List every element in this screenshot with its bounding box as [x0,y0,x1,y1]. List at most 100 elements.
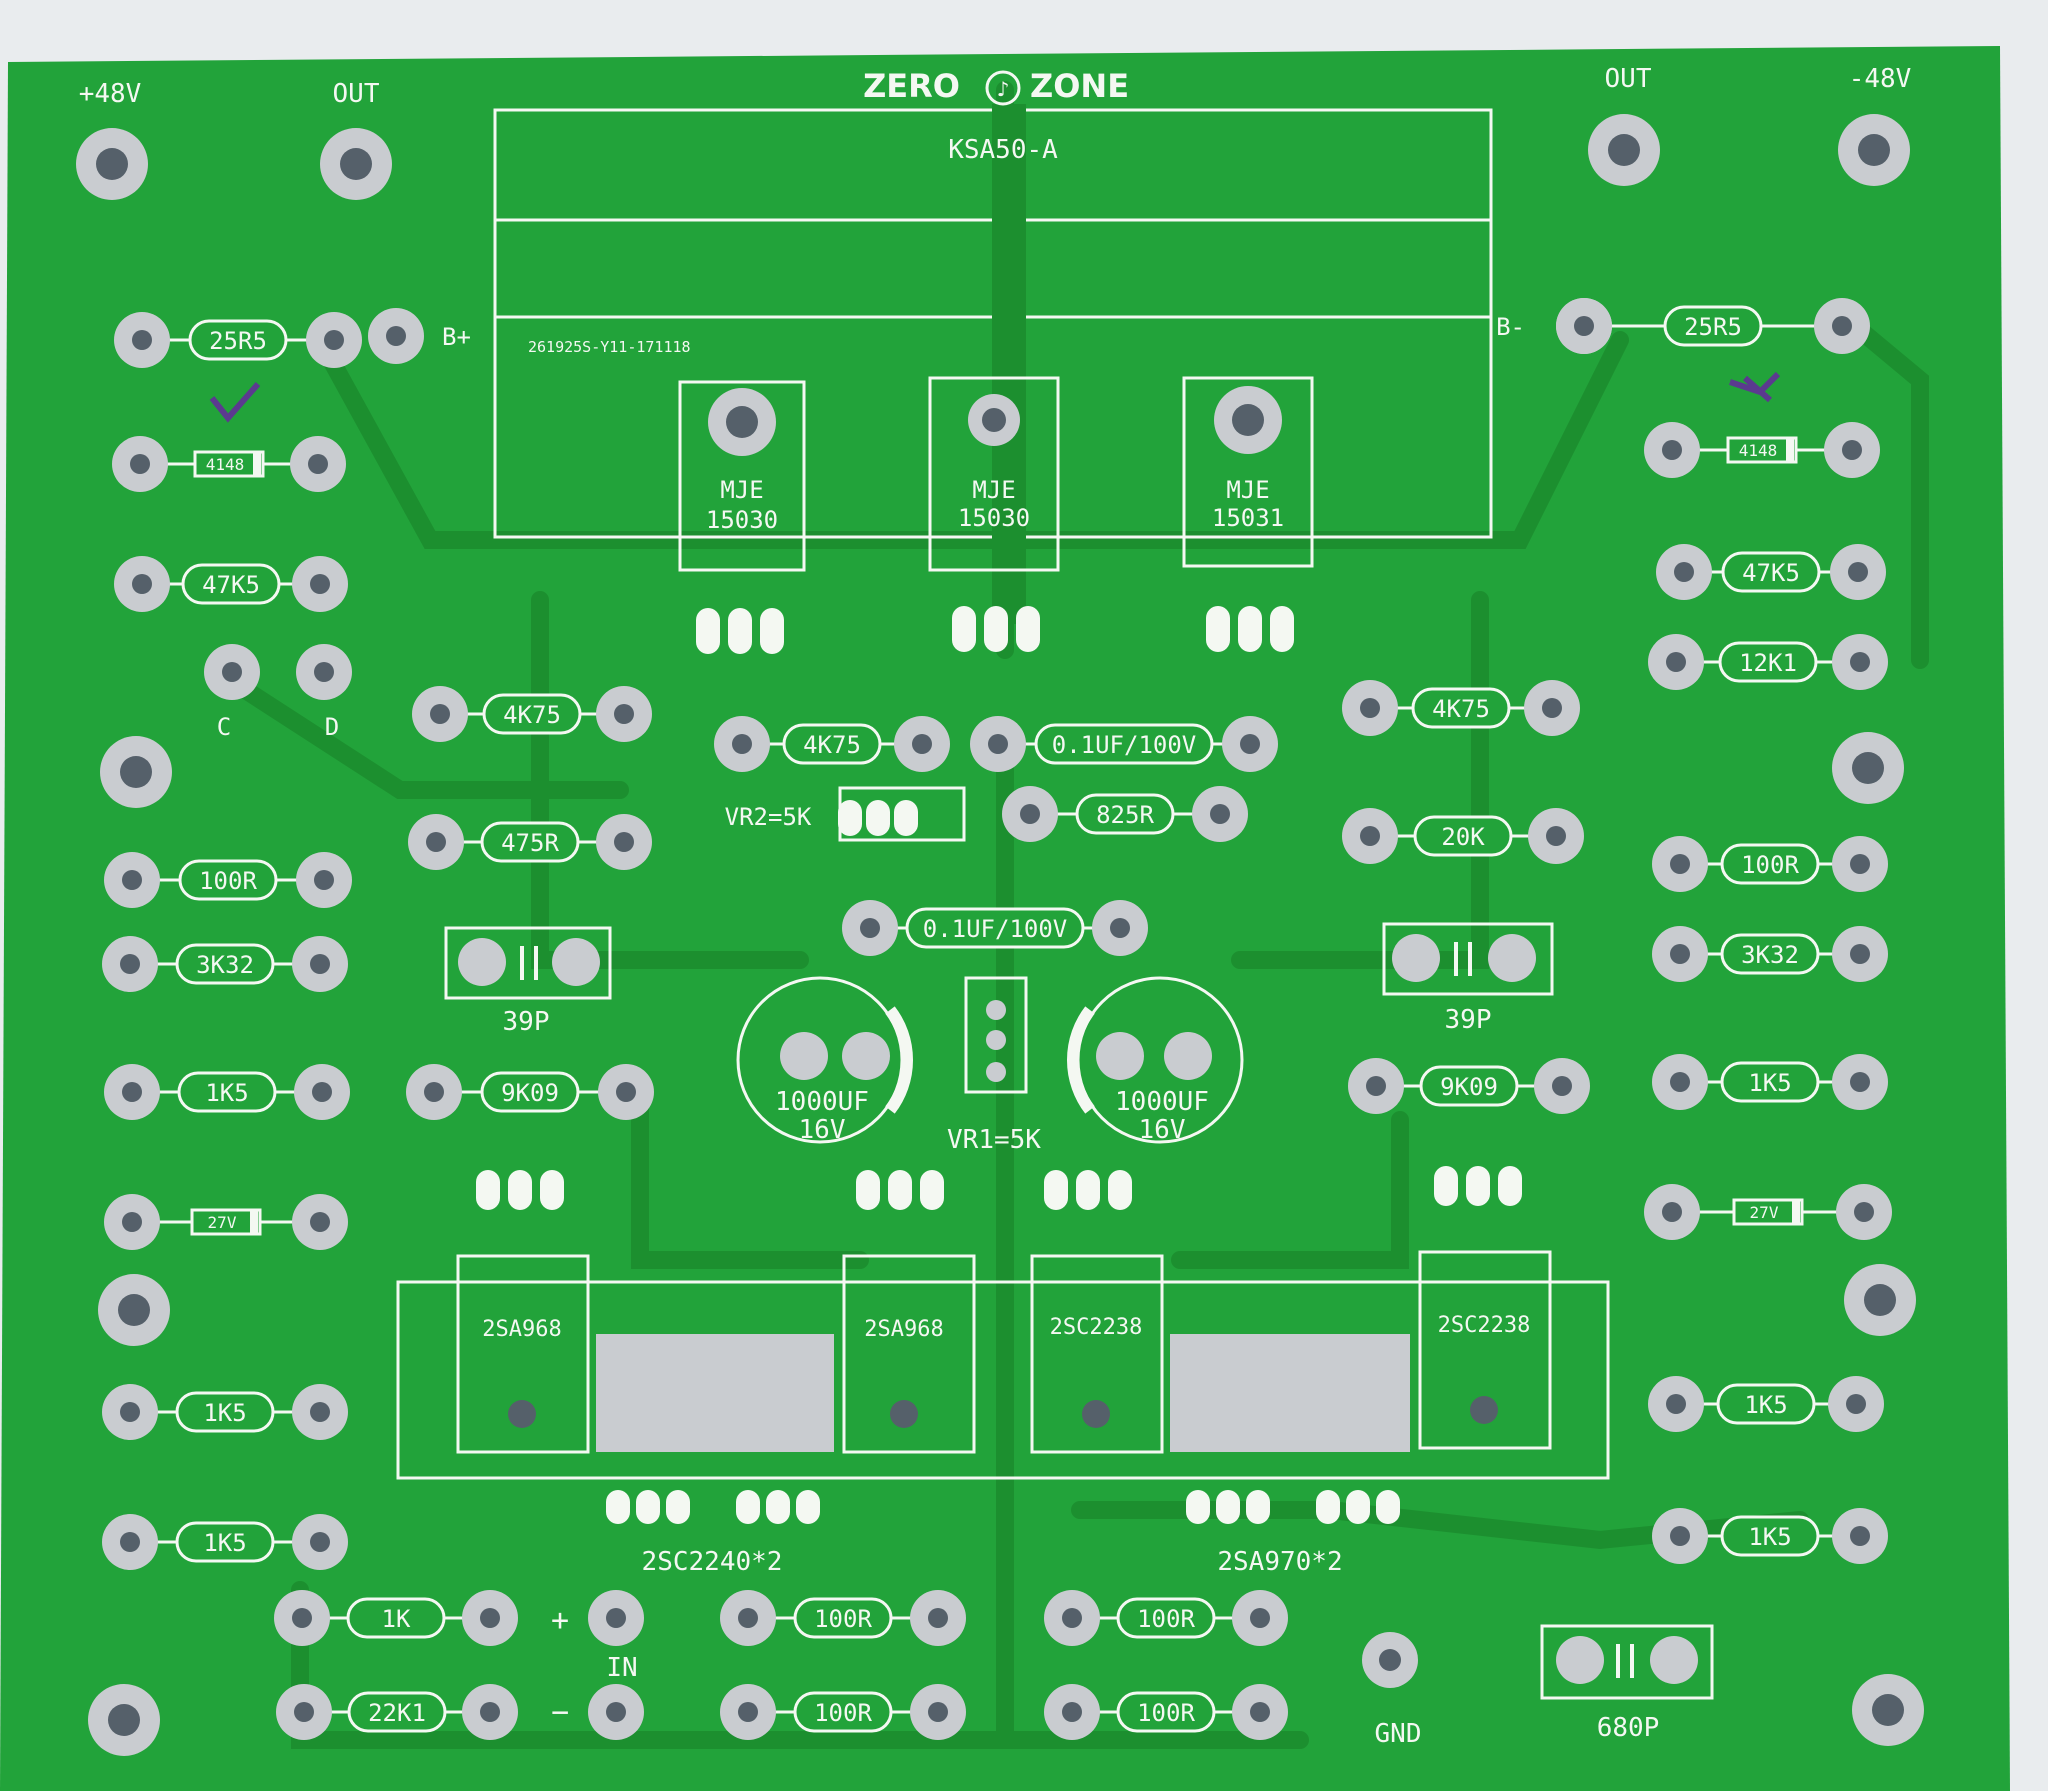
resistor-label: 100R [199,867,257,895]
center-trace [992,104,1026,624]
electrolytic-cap-right [1067,976,1244,1144]
resistor: 0.1UF/100V [842,900,1148,956]
b-minus-label: B- [1496,313,1525,341]
resistor-label: 100R [1137,1605,1195,1633]
resistor-label: 1K [382,1605,411,1633]
resistor-label: 1K5 [1748,1523,1791,1551]
resistor: 100R [1652,836,1888,892]
cap-39p-right [1382,922,1554,996]
resistor-label: 22K1 [368,1699,426,1727]
resistor-label: 3K32 [1741,941,1799,969]
resistor: 1K [274,1590,518,1646]
ecap-left-value: 1000UF [775,1087,869,1117]
resistor-group: 25R5 25R5 47K5 47K5 12K1 4K75 4K75 4K75 0.1UF/10… [102,298,1888,1740]
cap39-left-label: 39P [503,1007,550,1037]
resistor-label: 4K75 [1432,695,1490,723]
minus48-label: -48V [1849,64,1912,94]
resistor: 100R [104,852,352,908]
resistor-label: 1K5 [203,1399,246,1427]
heatsink-pad-right [1170,1334,1410,1452]
c-label: C [217,713,231,741]
diode-label: 27V [208,1213,237,1232]
resistor-label: 4K75 [503,701,561,729]
resistor: 1K5 [102,1514,348,1570]
resistor: 12K1 [1648,634,1888,690]
t2-label: 2SA968 [864,1317,943,1342]
t1-label: 2SA968 [482,1317,561,1342]
vr1-label: VR1=5K [947,1125,1041,1155]
diode-label: 4148 [1739,441,1778,460]
brand-right: ZONE [1030,67,1129,105]
resistor-label: 1K5 [203,1529,246,1557]
resistor: 0.1UF/100V [970,716,1278,772]
resistor-label: 100R [814,1699,872,1727]
three-pin-pads [476,606,1522,1524]
resistor-label: 0.1UF/100V [1052,731,1197,759]
mje-transistors [678,376,1314,572]
resistor: 47K5 [114,556,348,612]
ecap-right-value: 1000UF [1115,1087,1209,1117]
pen-checkmark-right [1729,371,1781,403]
cap-680p [1540,1624,1714,1700]
diode: 27V [1644,1184,1892,1240]
vr1-outline [964,976,1028,1094]
resistor: 9K09 [406,1064,654,1120]
resistor-label: 25R5 [1684,313,1742,341]
resistor-label: 4K75 [803,731,861,759]
resistor: 1K5 [104,1064,350,1120]
mje1-part: 15030 [706,506,778,534]
input-pads [588,1590,644,1740]
dual-right-label: 2SA970*2 [1217,1547,1342,1577]
resistor: 4K75 [714,716,950,772]
out-right-label: OUT [1605,64,1652,94]
diode-label: 27V [1750,1203,1779,1222]
svg-text:♪: ♪ [997,77,1010,101]
resistor-label: 47K5 [1742,559,1800,587]
d-label: D [325,713,339,741]
vr2-label: VR2=5K [725,803,812,831]
resistor: 47K5 [1656,544,1886,600]
ecap-right-voltage: 16V [1139,1115,1186,1145]
resistor: 25R5 [1556,298,1870,354]
mje1-label: MJE [720,476,763,504]
resistor: 1K5 [1652,1508,1888,1564]
in-minus-label: − [551,1695,569,1730]
pen-checkmark-left [209,382,261,423]
in-plus-label: + [551,1603,569,1638]
diode: 27V [104,1194,348,1250]
resistor: 1K5 [1648,1376,1884,1432]
mounting-holes [76,114,1924,1756]
resistor: 4K75 [1342,680,1580,736]
resistor: 475R [408,814,652,870]
resistor: 22K1 [276,1684,518,1740]
resistor: 1K5 [1652,1054,1888,1110]
resistor-label: 825R [1096,801,1154,829]
resistor-label: 25R5 [209,327,267,355]
diode-label: 4148 [206,455,245,474]
resistor-label: 1K5 [205,1079,248,1107]
resistor: 1K5 [102,1384,348,1440]
resistor: 4K75 [412,686,652,742]
resistor: 100R [1044,1684,1288,1740]
resistor-label: 0.1UF/100V [923,915,1068,943]
resistor: 100R [1044,1590,1288,1646]
cap39-right-label: 39P [1445,1005,1492,1035]
electrolytic-cap-left [736,976,913,1144]
dual-left-label: 2SC2240*2 [642,1547,783,1577]
resistor: 3K32 [102,936,348,992]
resistor: 20K [1342,808,1584,864]
diode: 4148 [112,436,346,492]
t4-label: 2SC2238 [1438,1313,1531,1338]
mje3-label: MJE [1226,476,1269,504]
serial-label: 261925S-Y11-171118 [528,338,691,356]
resistor-label: 3K32 [196,951,254,979]
to126-outlines [456,1250,1552,1454]
resistor-label: 47K5 [202,571,260,599]
cap-39p-left [444,926,612,1000]
model-label: KSA50-A [948,135,1058,165]
in-label: IN [606,1653,637,1683]
plus48-label: +48V [79,79,142,109]
vr2-outline [838,786,966,842]
resistor-label: 475R [501,829,559,857]
heatsink-pad-left [596,1334,834,1452]
